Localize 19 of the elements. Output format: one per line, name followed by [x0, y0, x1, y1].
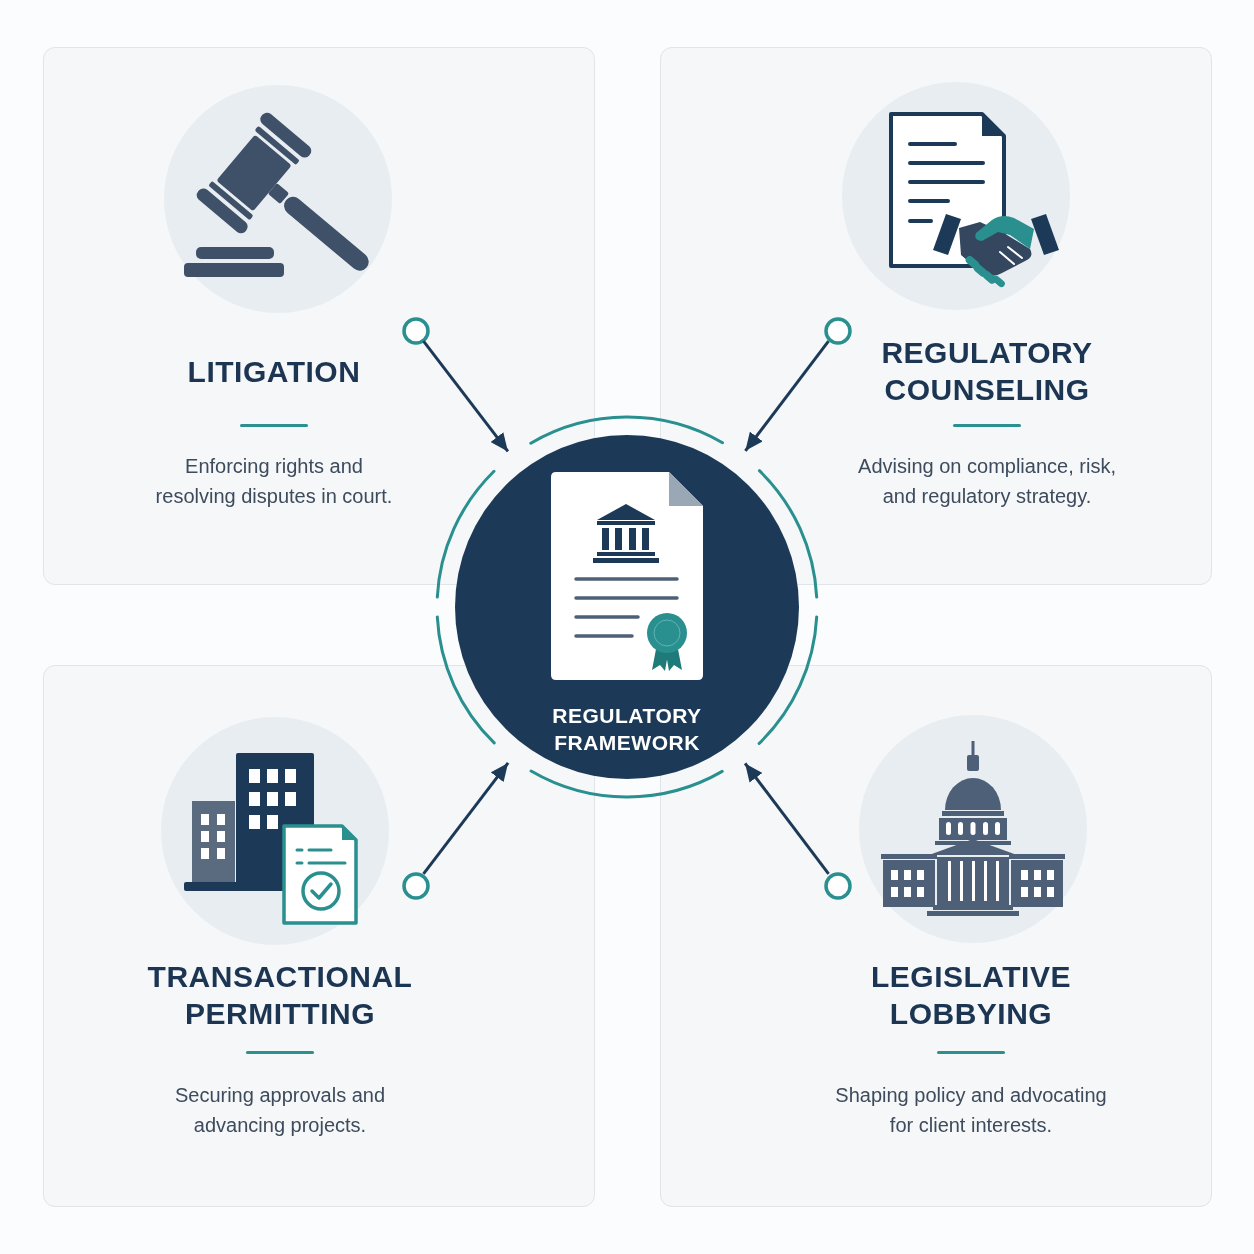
- card-heading: LEGISLATIVE LOBBYING: [870, 959, 1072, 1032]
- service-card: [43, 47, 595, 585]
- card-description: Enforcing rights and resolving disputes in court.: [154, 454, 394, 509]
- small-ring: [824, 317, 852, 345]
- card-description: Advising on compliance, risk, and regulatory strategy.: [857, 454, 1117, 509]
- card-description: Securing approvals and advancing projects.: [173, 1083, 387, 1138]
- small-ring: [402, 317, 430, 345]
- card-heading: REGULATORY COUNSELING: [880, 335, 1094, 408]
- arrow: [743, 762, 830, 875]
- card-heading: LITIGATION: [187, 353, 361, 390]
- arrow: [422, 340, 510, 453]
- service-card: [660, 47, 1212, 585]
- hub-title: REGULATORY FRAMEWORK: [551, 703, 703, 756]
- small-ring: [824, 872, 852, 900]
- arrow: [422, 762, 510, 875]
- card-heading: TRANSACTIONAL PERMITTING: [146, 959, 414, 1032]
- small-ring: [402, 872, 430, 900]
- arrow: [744, 340, 830, 452]
- card-description: Shaping policy and advocating for client interests.: [834, 1083, 1108, 1138]
